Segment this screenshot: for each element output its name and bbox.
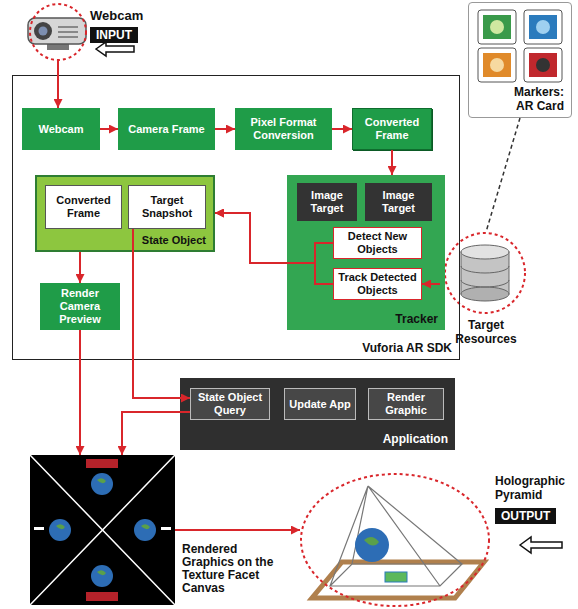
process-box: Converted Frame [352,108,432,150]
node-label: Pixel Format Conversion [239,116,328,142]
node-label: Holographic Pyramid [495,474,577,502]
node-label: Render Camera Preview [44,287,116,326]
connector [122,412,190,455]
connector [100,128,118,130]
connector [422,283,440,285]
data-box: Converted Frame [45,185,122,229]
process-box: Pixel Format Conversion [235,108,332,150]
target-box: Image Target [297,183,357,221]
output-device: Holographic PyramidOUTPUT [300,470,490,606]
app-step-box: Render Graphic [368,388,444,420]
app-step-box: Update App [284,388,356,420]
state-object-group: State Object Converted Frame Target Snapsh… [35,175,215,252]
node-label: Image Target [301,189,353,215]
node-label: Target Snapshot [133,194,201,220]
node-label: Camera Frame [128,123,204,136]
texture-facet-canvas [30,455,175,605]
marker-set: Markers: AR Card [468,2,572,118]
node-label: Target Resources [440,318,532,346]
connector [215,213,333,284]
node-label: INPUT [90,27,138,43]
application-group: Application State Object Query Update App R… [180,378,455,450]
connector [79,330,81,455]
process-box: Track Detected Objects [333,268,422,300]
input-device: WebcamINPUT [20,4,178,60]
canvas-node: Rendered Graphics on the Texture Facet C… [30,455,175,605]
connector [57,60,59,108]
node-label: Markers: AR Card [500,85,564,113]
process-box: Render Camera Preview [40,283,120,330]
node-label: Webcam [38,123,83,136]
connector [79,252,81,283]
node-label: Detect New Objects [338,230,417,256]
node-label: State Object [142,234,206,246]
connector [391,150,393,175]
connector [486,118,520,232]
target-box: Image Target [365,183,432,221]
node-label: Image Target [369,189,428,215]
connector [175,529,300,531]
node-label: Webcam [90,8,143,23]
data-box: Target Snapshot [128,185,206,229]
database-icon [445,233,525,313]
node-label: Render Graphic [373,391,439,417]
ar-cards [478,10,562,82]
tracker-group: Tracker Image Target Image TargetDetect Ne… [287,175,445,330]
process-box: Camera Frame [118,108,215,150]
input-arrow [96,42,134,56]
node-label: Track Detected Objects [338,271,417,297]
app-step-box: State Object Query [190,388,270,420]
connector [332,128,352,130]
node-label: Update App [289,398,350,411]
node-label: OUTPUT [495,508,556,524]
sdk-boundary: Vuforia AR SDK Webcam Camera Frame Pixel Fo… [12,75,460,360]
process-box: Webcam [22,108,100,150]
webcam-icon [28,4,86,60]
node-label: Converted Frame [50,194,117,220]
node-label: Application [383,432,448,446]
node-label: Vuforia AR SDK [362,341,452,355]
node-label: Converted Frame [357,116,427,142]
connector [133,229,190,398]
node-label: State Object Query [195,391,265,417]
node-label: Rendered Graphics on the Texture Facet C… [182,543,277,595]
holographic-pyramid [301,474,489,606]
node-label: Tracker [395,312,438,326]
connector [215,213,333,263]
process-box: Detect New Objects [333,227,422,259]
output-arrow [520,537,562,553]
connector [215,128,235,130]
database-node: Target Resources [440,232,532,354]
